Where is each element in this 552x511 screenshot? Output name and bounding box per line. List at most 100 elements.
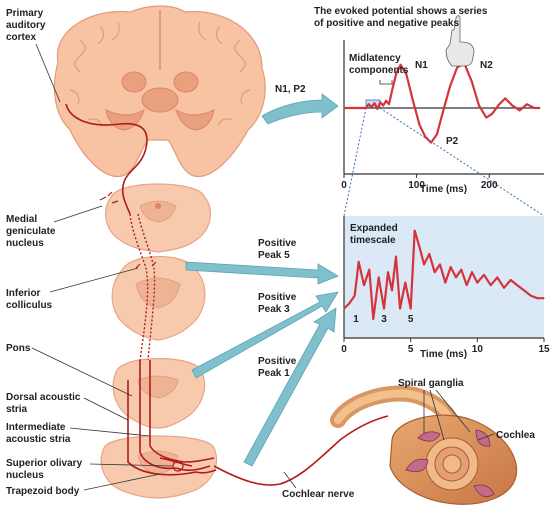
chart2-point — [497, 277, 498, 278]
chart1-point — [374, 103, 375, 104]
chart1-annotation-midlatency-line2: components — [349, 65, 409, 76]
label-positive-peak-5-1: Positive — [258, 238, 297, 249]
leader-medial-geniculate — [54, 206, 102, 222]
chart1-tick-label: 0 — [341, 180, 347, 191]
chart2-point — [503, 287, 504, 288]
chart2-tick-label: 5 — [408, 344, 414, 355]
label-n1-p2: N1, P2 — [275, 84, 306, 95]
label-primary-auditory-cortex-1: Primary — [6, 8, 44, 19]
label-dorsal-acoustic-stria-2: stria — [6, 404, 28, 415]
evoked-note-line2: of positive and negative peaks — [314, 18, 459, 29]
chart2-point — [530, 295, 531, 296]
chart2-point — [461, 269, 462, 270]
label-superior-olivary-nucleus-1: Superior olivary — [6, 458, 83, 469]
arrow-n1-p2 — [262, 94, 338, 124]
chart1-annotation-n1: N1 — [415, 60, 428, 71]
chart2-point — [378, 277, 379, 278]
chart2-point — [395, 256, 396, 257]
chart2-peak-label: 1 — [353, 314, 359, 325]
brain-coronal-section — [54, 6, 265, 177]
chart2-point — [414, 230, 415, 231]
chart2-point — [358, 261, 359, 262]
chart2-point — [471, 272, 472, 273]
chart2-point — [423, 264, 424, 265]
chart2-point — [419, 248, 420, 249]
label-superior-olivary-nucleus-2: nucleus — [6, 470, 44, 481]
label-positive-peak-3-2: Peak 3 — [258, 304, 290, 315]
label-intermediate-acoustic-stria-2: acoustic stria — [6, 434, 71, 445]
chart1-point — [486, 117, 487, 118]
chart1-annotation-p2: P2 — [446, 136, 459, 147]
chart2-point — [434, 272, 435, 273]
chart1-point — [519, 110, 520, 111]
chart2-point — [455, 277, 456, 278]
midlatency-bracket — [380, 80, 392, 84]
chart1-annotation-n2: N2 — [480, 60, 493, 71]
label-spiral-ganglia: Spiral ganglia — [398, 378, 464, 389]
chart1-point — [368, 104, 369, 105]
chart2-point — [439, 264, 440, 265]
chart1-point — [491, 113, 492, 114]
arrow-peak-5 — [186, 262, 338, 284]
chart2-point — [405, 282, 406, 283]
chart1-point — [534, 107, 535, 108]
chart1-point — [539, 107, 540, 108]
midbrain-slice — [106, 184, 211, 252]
chart1-point — [377, 108, 378, 109]
chart2-point — [343, 308, 344, 309]
chart1-point — [388, 104, 389, 105]
label-inferior-colliculus-1: Inferior — [6, 288, 41, 299]
chart2-title-line2: timescale — [350, 235, 396, 246]
chart2-point — [466, 285, 467, 286]
chart1-annotation-midlatency-line1: Midlatency — [349, 53, 401, 64]
chart1-point — [380, 102, 381, 103]
chart2-peak-label: 3 — [381, 314, 387, 325]
chart1-point — [358, 107, 359, 108]
chart2-tick-label: 15 — [538, 344, 550, 355]
chart2-point — [517, 285, 518, 286]
chart1-point — [442, 112, 443, 113]
chart2-point — [543, 298, 544, 299]
label-medial-geniculate-1: Medial — [6, 214, 37, 225]
label-cochlear-nerve: Cochlear nerve — [282, 489, 355, 500]
chart1-point — [351, 107, 352, 108]
label-positive-peak-5-2: Peak 5 — [258, 250, 290, 261]
chart1-point — [391, 91, 392, 92]
evoked-note-line1: The evoked potential shows a series — [314, 6, 488, 17]
label-medial-geniculate-3: nucleus — [6, 238, 44, 249]
chart2-point — [450, 266, 451, 267]
label-primary-auditory-cortex-2: auditory — [6, 20, 46, 31]
chart1-point — [371, 106, 372, 107]
label-intermediate-acoustic-stria-1: Intermediate — [6, 422, 66, 433]
label-pons: Pons — [6, 343, 31, 354]
chart2-tick-label: 0 — [341, 344, 347, 355]
leader-intermediate-acoustic-stria — [70, 428, 150, 436]
chart1-point — [457, 67, 458, 68]
chart1-point — [499, 104, 500, 105]
label-positive-peak-1-2: Peak 1 — [258, 368, 290, 379]
chart2-point — [373, 318, 374, 319]
chart2-title-line1: Expanded — [350, 223, 398, 234]
label-primary-auditory-cortex-3: cortex — [6, 32, 36, 43]
label-medial-geniculate-2: geniculate — [6, 226, 56, 237]
chart2-point — [391, 290, 392, 291]
label-cochlea: Cochlea — [496, 430, 535, 441]
chart1-point — [419, 124, 420, 125]
chart2-point — [490, 285, 491, 286]
chart2-point — [537, 298, 538, 299]
chart2-point — [383, 308, 384, 309]
chart1-point — [505, 98, 506, 99]
chart2-point — [363, 285, 364, 286]
chart2-x-axis-label: Time (ms) — [420, 349, 467, 360]
label-inferior-colliculus-2: colliculus — [6, 300, 53, 311]
chart2-point — [523, 290, 524, 291]
chart1-point — [412, 100, 413, 101]
chart2-point — [349, 303, 350, 304]
zoom-connector-lines — [344, 108, 544, 216]
chart1-point — [386, 100, 387, 101]
chart1-point — [471, 81, 472, 82]
chart2-peak-label: 5 — [408, 314, 414, 325]
chart2-point — [429, 253, 430, 254]
